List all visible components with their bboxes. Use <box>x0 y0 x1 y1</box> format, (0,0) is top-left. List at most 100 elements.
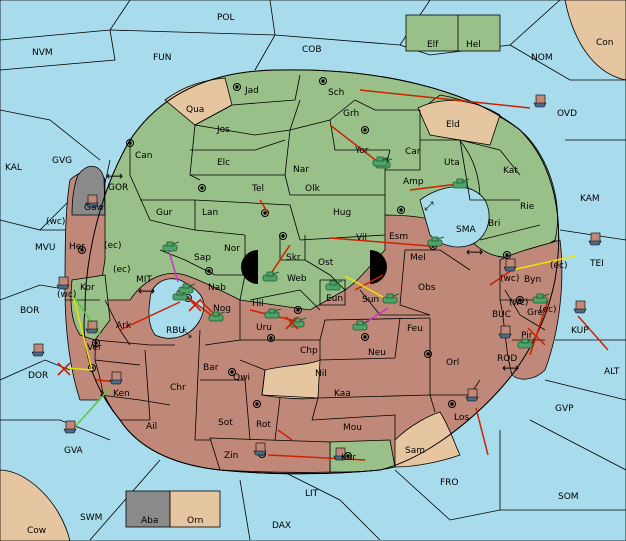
province-label-nor[interactable]: Nor <box>224 244 240 254</box>
province-label-som[interactable]: SOM <box>558 492 579 502</box>
tank-icon[interactable] <box>264 308 282 319</box>
province-label-gvg[interactable]: GVG <box>52 156 72 166</box>
ship-icon[interactable] <box>85 320 99 334</box>
province-label-elc[interactable]: Elc <box>217 158 230 168</box>
province-label-rod[interactable]: ROD <box>497 354 517 364</box>
province-label-nvm[interactable]: NVM <box>32 48 53 58</box>
ship-icon[interactable] <box>588 232 602 246</box>
tank-icon[interactable] <box>325 280 343 291</box>
province-label-ken[interactable]: Ken <box>113 389 130 399</box>
ship-icon[interactable] <box>573 300 587 314</box>
province-label-buc[interactable]: BUC <box>492 310 511 320</box>
province-label-fro[interactable]: FRO <box>440 478 459 488</box>
province-label-gre[interactable]: Gre <box>527 308 543 318</box>
province-label-kat[interactable]: Kat <box>503 166 518 176</box>
province-label-qua[interactable]: Qua <box>186 105 204 115</box>
ship-icon[interactable] <box>498 325 512 339</box>
province-label-jos[interactable]: Jos <box>216 125 230 135</box>
province-label-hel[interactable]: Hel <box>466 40 481 50</box>
ship-icon[interactable] <box>533 94 547 108</box>
province-label-nog[interactable]: Nog <box>213 304 231 314</box>
province-label-car[interactable]: Car <box>405 147 421 157</box>
province-label-dax[interactable]: DAX <box>272 521 291 531</box>
province-label-ost[interactable]: Ost <box>318 258 334 268</box>
province-label-con[interactable]: Con <box>596 38 614 48</box>
tank-icon[interactable] <box>517 338 535 349</box>
province-label-mou[interactable]: Mou <box>343 423 362 433</box>
province-label-her[interactable]: Her <box>69 242 85 252</box>
ship-icon[interactable] <box>56 276 70 290</box>
province-label-kam[interactable]: KAM <box>580 194 600 204</box>
province-label-ver[interactable]: Ver <box>87 343 102 353</box>
province-label-qwi[interactable]: Qwi <box>233 373 250 383</box>
province-label-eun[interactable]: Eun <box>326 294 343 304</box>
province-label-gur[interactable]: Gur <box>156 208 173 218</box>
ship-icon[interactable] <box>253 442 267 456</box>
province-label-rbu[interactable]: RBU <box>166 326 185 336</box>
province-label-mit[interactable]: MIT <box>136 275 152 285</box>
province-label-rie[interactable]: Rie <box>520 202 535 212</box>
province-label-tel[interactable]: Tel <box>251 184 264 194</box>
province-label-kaa[interactable]: Kaa <box>334 389 351 399</box>
province-label-gaw[interactable]: Gaw <box>84 203 104 213</box>
ship-icon[interactable] <box>85 194 99 208</box>
province-label-hil[interactable]: Hil <box>252 299 264 309</box>
province-label-orn[interactable]: Orn <box>187 516 203 526</box>
province-label-vil[interactable]: Vil <box>356 233 367 243</box>
province-label-amp[interactable]: Amp <box>403 177 424 187</box>
province-label-pir[interactable]: Pir <box>521 331 533 341</box>
province-label-esm[interactable]: Esm <box>389 232 408 242</box>
province-label-sap[interactable]: Sap <box>194 253 211 263</box>
province-label-bar[interactable]: Bar <box>203 363 219 373</box>
province-label-ovd[interactable]: OVD <box>557 109 577 119</box>
province-label-fun[interactable]: FUN <box>153 53 172 63</box>
province-label-kar[interactable]: Kar <box>341 453 356 463</box>
tank-icon[interactable] <box>352 320 370 331</box>
tank-icon[interactable] <box>452 178 470 189</box>
province-label-sam[interactable]: Sam <box>405 446 425 456</box>
province-label-lan[interactable]: Lan <box>202 208 218 218</box>
province-label-gvp[interactable]: GVP <box>555 404 574 414</box>
province-label-kup[interactable]: KUP <box>571 326 589 336</box>
province-label-pol[interactable]: POL <box>217 13 235 23</box>
province-label-kor[interactable]: Kor <box>80 283 95 293</box>
province-label-ail[interactable]: Ail <box>146 422 157 432</box>
tank-icon[interactable] <box>382 293 400 304</box>
tank-icon[interactable] <box>162 241 180 252</box>
province-label-elf[interactable]: Elf <box>427 40 439 50</box>
province-label-cob[interactable]: COB <box>302 45 322 55</box>
province-label-nab[interactable]: Nab <box>208 283 226 293</box>
province-label-chp[interactable]: Chp <box>300 346 318 356</box>
province-label-mel[interactable]: Mel <box>410 253 426 263</box>
province-label-ark[interactable]: Ark <box>116 321 132 331</box>
province-label-cow[interactable]: Cow <box>27 526 46 536</box>
province-label-mvu[interactable]: MVU <box>35 243 56 253</box>
province-label-tei[interactable]: TEI <box>589 259 604 269</box>
ship-icon[interactable] <box>31 343 45 357</box>
province-label-gva[interactable]: GVA <box>64 446 84 456</box>
province-label-nar[interactable]: Nar <box>293 165 309 175</box>
tank-icon[interactable] <box>532 293 550 304</box>
province-label-alt[interactable]: ALT <box>604 367 620 377</box>
province-label-hug[interactable]: Hug <box>333 208 351 218</box>
province-label-olk[interactable]: Olk <box>305 184 321 194</box>
province-label-bor[interactable]: BOR <box>20 306 39 316</box>
province-label-nil[interactable]: Nil <box>315 369 327 379</box>
province-label-zin[interactable]: Zin <box>224 451 238 461</box>
province-label-chr[interactable]: Chr <box>170 383 186 393</box>
ship-icon[interactable] <box>503 258 517 272</box>
province-label-gor[interactable]: GOR <box>108 183 128 193</box>
province-label-swm[interactable]: SWM <box>80 513 102 523</box>
tank-icon[interactable] <box>262 271 280 282</box>
province-label-feu[interactable]: Feu <box>407 324 423 334</box>
province-label-obs[interactable]: Obs <box>418 283 436 293</box>
province-label-sch[interactable]: Sch <box>328 88 344 98</box>
province-label-neu[interactable]: Neu <box>368 348 386 358</box>
province-label-sun[interactable]: Sun <box>362 295 379 305</box>
tank-icon[interactable] <box>372 156 390 167</box>
province-label-bri[interactable]: Bri <box>488 219 500 229</box>
ship-icon[interactable] <box>333 447 347 461</box>
province-label-yor[interactable]: Yor <box>354 146 369 156</box>
province-label-aba[interactable]: Aba <box>141 516 158 526</box>
province-label-lit[interactable]: LIT <box>305 489 319 499</box>
